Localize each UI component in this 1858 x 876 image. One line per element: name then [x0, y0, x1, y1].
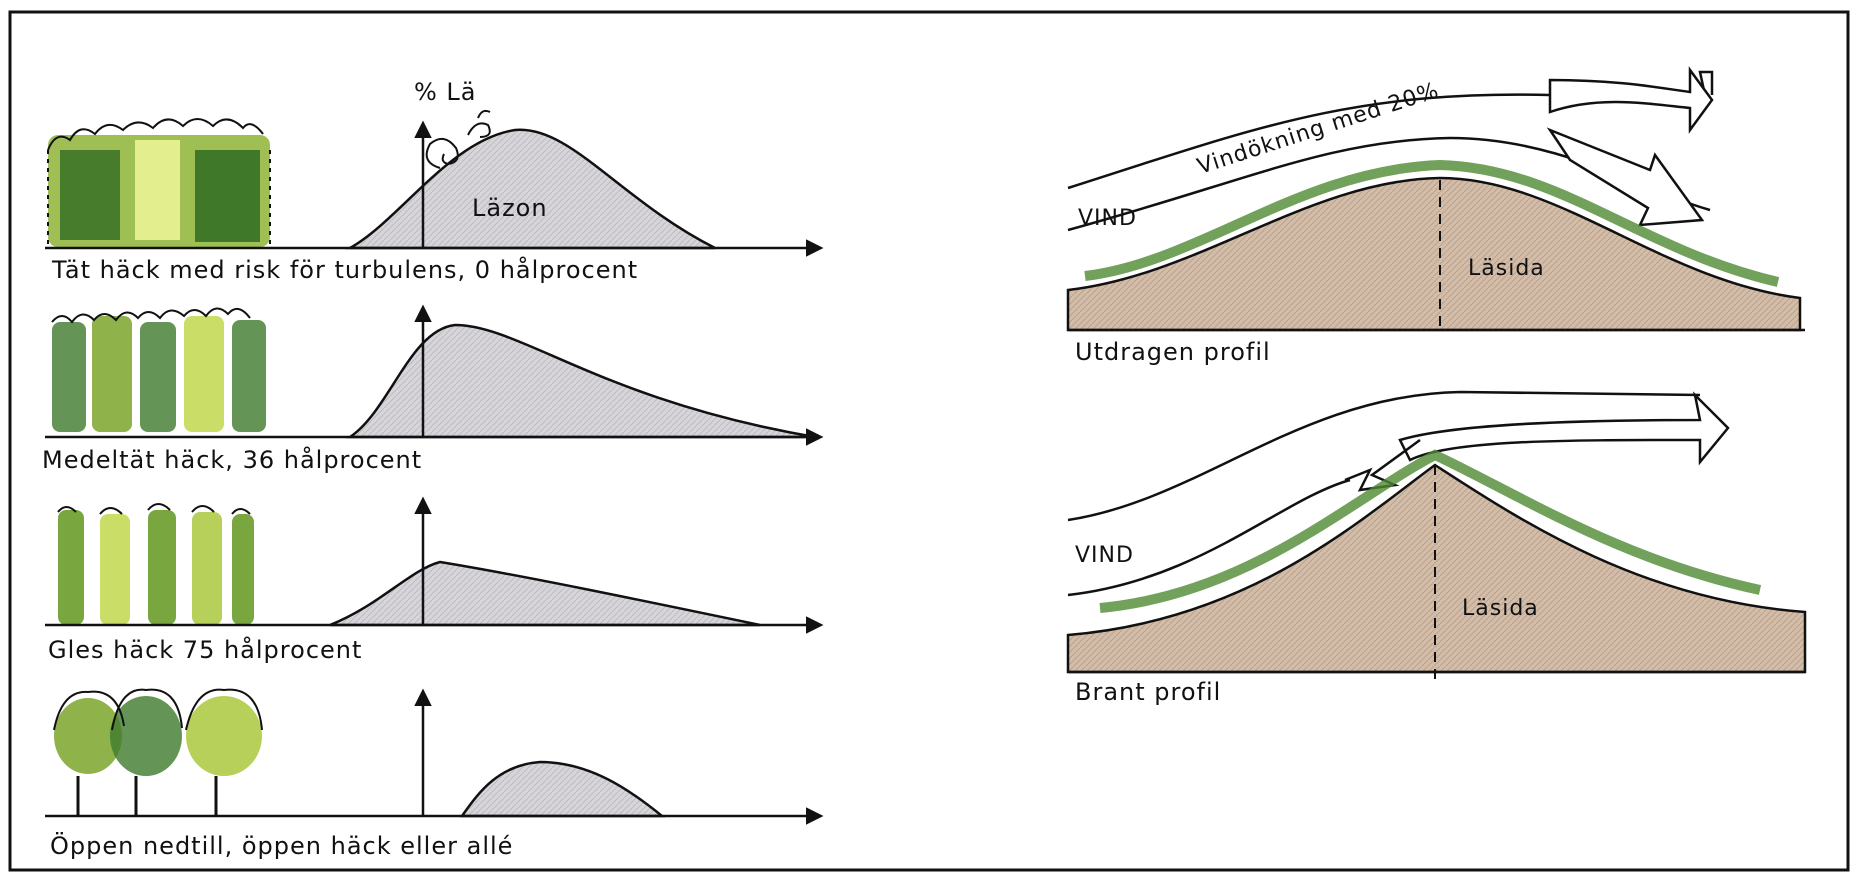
row-open-trees	[45, 690, 820, 816]
zone-label: Läzon	[472, 196, 548, 220]
wind-label-steep: VIND	[1075, 545, 1134, 567]
caption-row-2: Medeltät häck, 36 hålprocent	[42, 448, 422, 472]
caption-row-4: Öppen nedtill, öppen häck eller allé	[50, 834, 513, 858]
wind-label-extended: VIND	[1078, 208, 1137, 230]
caption-profile-steep: Brant profil	[1075, 680, 1221, 704]
row-medium-hedge	[45, 308, 820, 437]
lee-label-steep: Läsida	[1462, 598, 1539, 620]
caption-row-3: Gles häck 75 hålprocent	[48, 638, 362, 662]
wind-arrow-down-extended	[1550, 130, 1702, 225]
shelter-curve-dense	[350, 130, 715, 248]
right-panel	[1068, 70, 1805, 680]
caption-profile-extended: Utdragen profil	[1075, 340, 1271, 364]
medium-hedge-illustration	[52, 308, 266, 432]
row-sparse-hedge	[45, 500, 820, 625]
profile-extended	[1068, 70, 1805, 330]
shelter-curve-open	[462, 762, 662, 816]
profile-steep	[1068, 392, 1805, 680]
lee-label-extended: Läsida	[1468, 258, 1545, 280]
shelter-curve-sparse	[330, 562, 760, 625]
wind-arrow-top-extended	[1550, 70, 1712, 130]
dense-hedge-illustration	[48, 119, 270, 247]
shelter-curve-medium	[350, 325, 815, 437]
trees-illustration	[54, 690, 262, 816]
caption-row-1: Tät häck med risk för turbulens, 0 hålpr…	[52, 258, 638, 282]
axis-label-shelter-percent: % Lä	[414, 80, 477, 104]
row-dense-hedge	[45, 111, 820, 248]
wind-arrow-top-steep	[1400, 395, 1728, 462]
sparse-hedge-illustration	[58, 504, 254, 625]
